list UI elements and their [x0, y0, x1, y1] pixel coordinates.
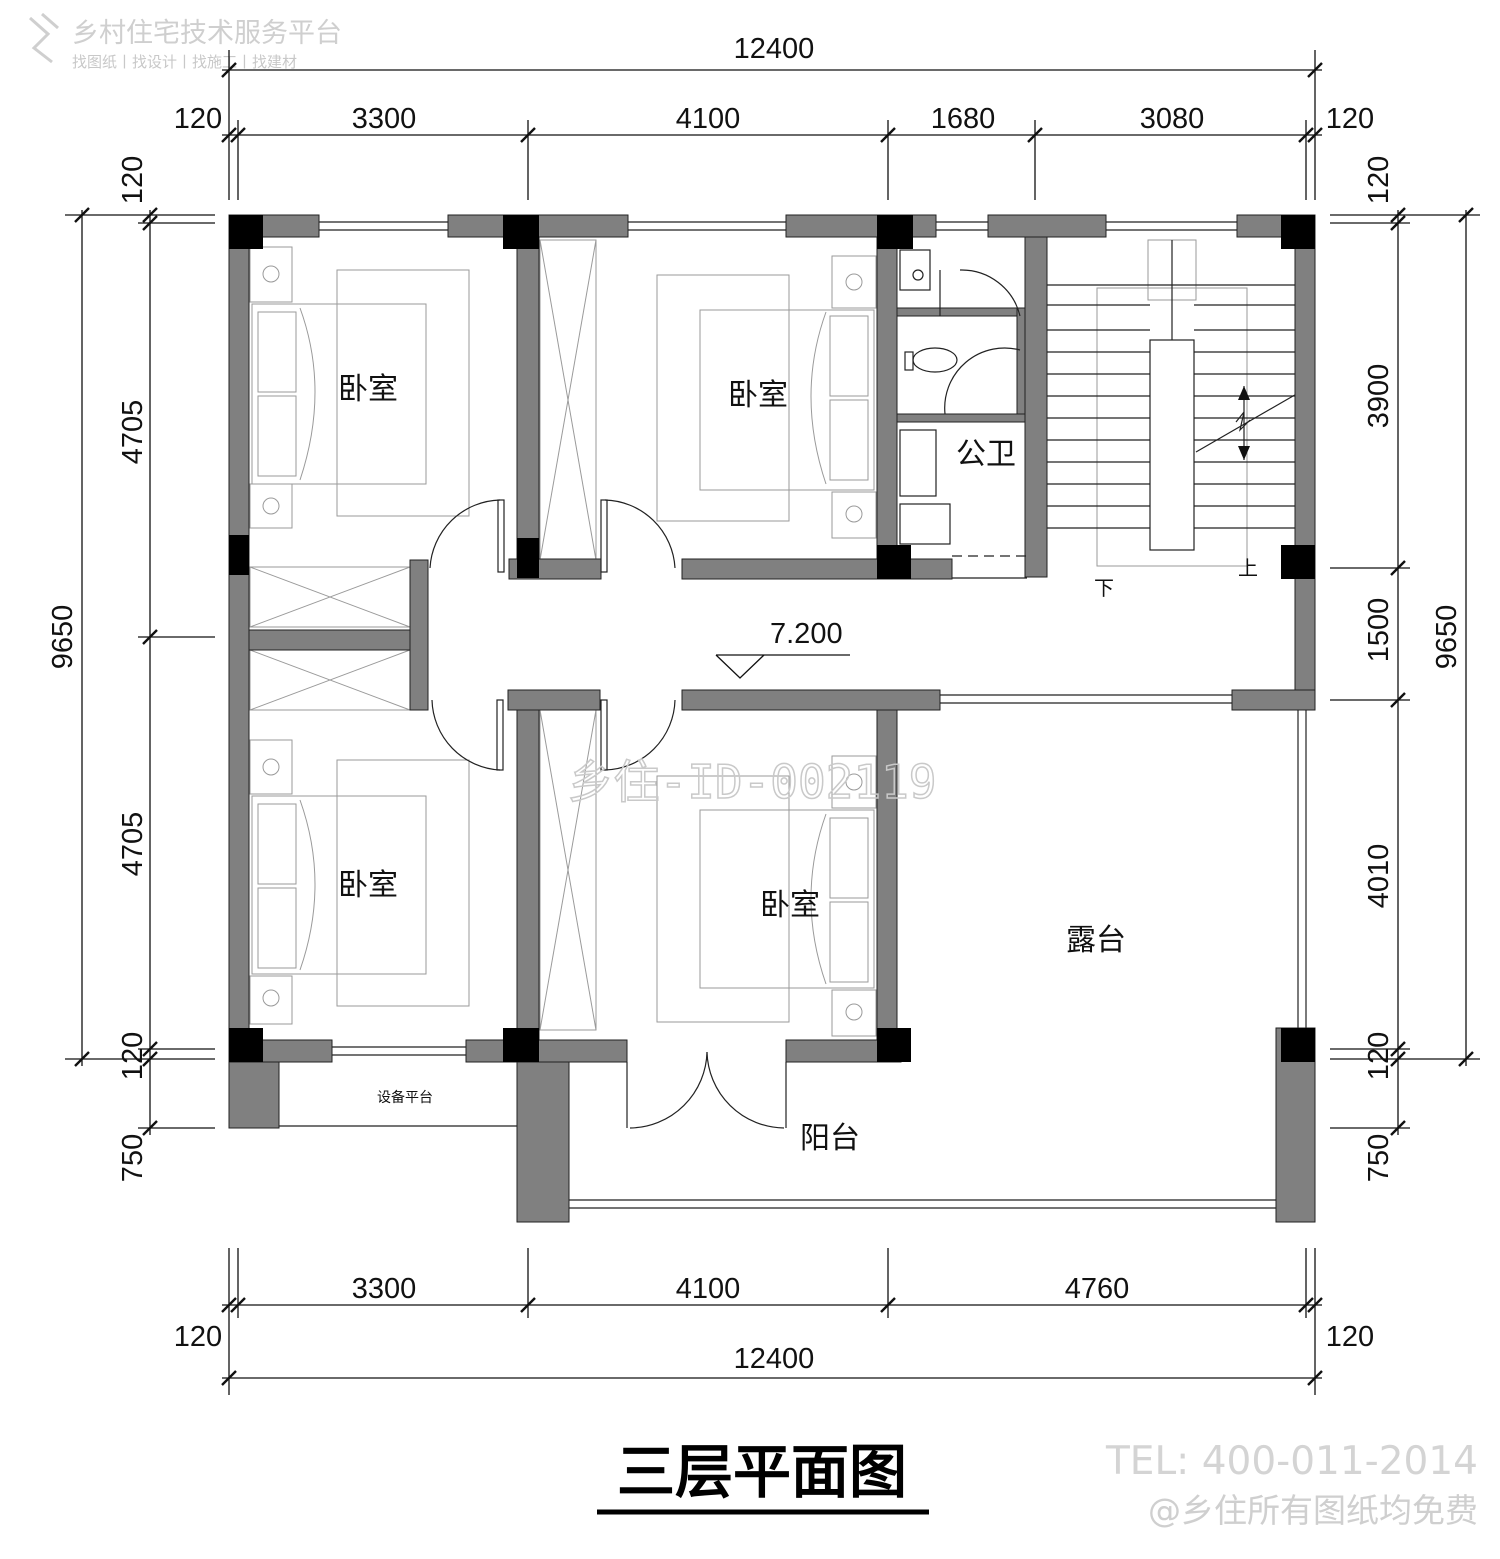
- dim-bottom-1: 120: [174, 1321, 222, 1353]
- dim-left-4: 120: [117, 1032, 149, 1080]
- furniture-layer: [249, 239, 1248, 1037]
- dim-bottom-2: 3300: [352, 1273, 417, 1305]
- room-label-bedroom-nw: 卧室: [338, 372, 398, 407]
- bottom-dimensions: [221, 1248, 1323, 1395]
- dim-top-2: 3300: [352, 103, 417, 135]
- dim-bottom-4: 4760: [1065, 1273, 1130, 1305]
- room-label-bedroom-s: 卧室: [760, 888, 820, 923]
- room-label-public-bath: 公卫: [956, 437, 1016, 472]
- plan-title: 三层平面图: [617, 1438, 907, 1506]
- walls: [228, 214, 1316, 1223]
- room-label-balcony: 阳台: [800, 1121, 860, 1156]
- columns: [229, 215, 1315, 1062]
- dim-bottom-5: 120: [1326, 1321, 1374, 1353]
- stair-down-label: 下: [1094, 576, 1114, 600]
- dim-right-5: 120: [1363, 1032, 1395, 1080]
- stair-treads: [1046, 240, 1301, 529]
- stair-up-label: 上: [1238, 556, 1258, 580]
- room-label-equipment-platform: 设备平台: [377, 1089, 433, 1106]
- dim-left-5: 750: [117, 1134, 149, 1182]
- free-drawings-watermark: @乡住所有图纸均免费: [1148, 1491, 1478, 1530]
- dim-left-2: 4705: [117, 400, 149, 465]
- dim-left-3: 4705: [117, 812, 149, 877]
- dim-left-total: 9650: [47, 605, 79, 670]
- room-label-terrace: 露台: [1066, 923, 1126, 958]
- brand-logo-icon: [29, 12, 59, 64]
- dim-right-3: 1500: [1363, 598, 1395, 663]
- dim-top-1: 120: [174, 103, 222, 135]
- brand-tagline: 找图纸丨找设计丨找施工丨找建材: [72, 53, 297, 71]
- dim-top-6: 120: [1326, 103, 1374, 135]
- right-dimensions: [1330, 207, 1480, 1136]
- center-watermark: 乡住-ID-002119: [568, 755, 937, 809]
- tel-watermark: TEL: 400-011-2014: [1105, 1439, 1478, 1484]
- room-label-bedroom-sw: 卧室: [338, 868, 398, 903]
- dim-right-4: 4010: [1363, 844, 1395, 909]
- dim-right-total: 9650: [1431, 605, 1463, 670]
- dim-left-1: 120: [117, 156, 149, 204]
- dim-top-5: 3080: [1140, 103, 1205, 135]
- top-dimensions: [221, 50, 1323, 200]
- brand-name: 乡村住宅技术服务平台: [72, 18, 342, 49]
- dim-bottom-3: 4100: [676, 1273, 741, 1305]
- dim-top-3: 4100: [676, 103, 741, 135]
- doors: [429, 269, 1021, 1129]
- dim-right-2: 3900: [1363, 364, 1395, 429]
- left-dimensions: [65, 207, 215, 1136]
- dim-top-4: 1680: [931, 103, 996, 135]
- room-label-bedroom-n: 卧室: [728, 378, 788, 413]
- dim-right-1: 120: [1363, 156, 1395, 204]
- dim-top-total: 12400: [734, 33, 815, 65]
- dim-bottom-total: 12400: [734, 1343, 815, 1375]
- elevation-value: 7.200: [770, 618, 843, 650]
- elevation-marker: [715, 654, 850, 679]
- dim-right-6: 750: [1363, 1134, 1395, 1182]
